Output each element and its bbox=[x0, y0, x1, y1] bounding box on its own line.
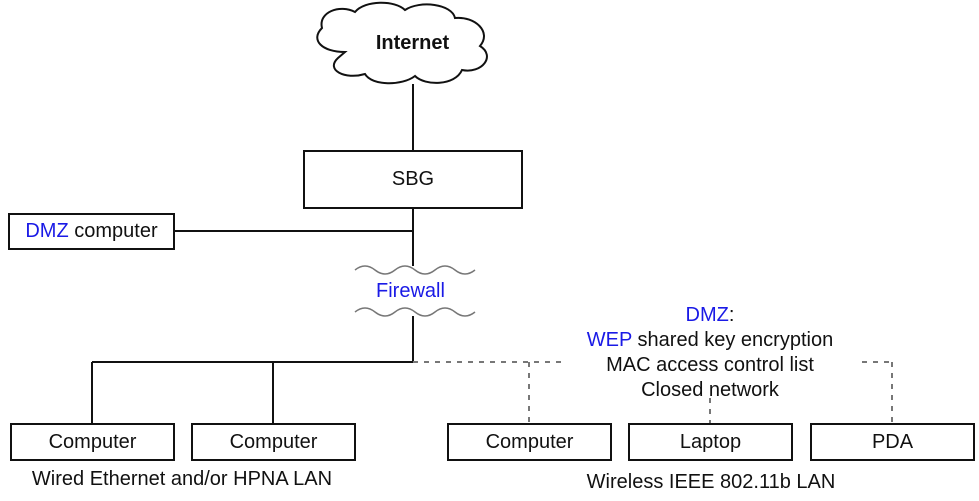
security-notes-line3: Closed network bbox=[641, 379, 779, 401]
wired-caption: Wired Ethernet and/or HPNA LAN bbox=[31, 468, 333, 490]
wired-computer-1: Computer bbox=[10, 423, 175, 461]
wireless-pda: PDA bbox=[810, 423, 975, 461]
wired-computer-2-label: Computer bbox=[229, 430, 318, 453]
wireless-laptop: Laptop bbox=[628, 423, 793, 461]
internet-label: Internet bbox=[375, 32, 450, 54]
dmz-prefix: DMZ bbox=[25, 220, 69, 242]
wireless-caption: Wireless IEEE 802.11b LAN bbox=[586, 471, 836, 493]
internet-cloud bbox=[316, 1, 488, 85]
wireless-laptop-label: Laptop bbox=[679, 430, 742, 453]
sbg-label: SBG bbox=[391, 168, 435, 190]
firewall-label: Firewall bbox=[376, 280, 445, 302]
firewall-bottom-wave bbox=[354, 307, 476, 317]
wireless-computer: Computer bbox=[447, 423, 612, 461]
wireless-computer-label: Computer bbox=[485, 430, 574, 453]
security-notes: DMZ: WEP shared key encryption MAC acces… bbox=[545, 303, 875, 403]
wired-computer-2: Computer bbox=[191, 423, 356, 461]
security-notes-line1: WEP shared key encryption bbox=[586, 329, 834, 351]
security-notes-title: DMZ: bbox=[685, 304, 735, 326]
sbg-box: SBG bbox=[303, 150, 523, 209]
dmz-computer-label: DMZ computer bbox=[25, 220, 157, 243]
dmz-suffix: computer bbox=[74, 220, 158, 242]
wired-computer-1-label: Computer bbox=[48, 430, 137, 453]
security-notes-line2: MAC access control list bbox=[606, 354, 814, 376]
wireless-pda-label: PDA bbox=[871, 430, 914, 453]
firewall-top-wave bbox=[354, 265, 476, 275]
dmz-computer-box: DMZ computer bbox=[8, 213, 175, 250]
